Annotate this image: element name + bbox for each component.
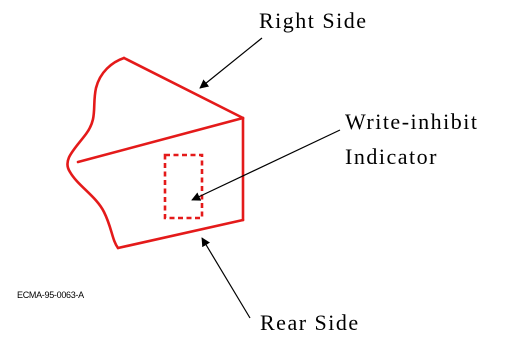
right-side-top-edge	[122, 56, 245, 120]
write-inhibit-indicator	[163, 153, 204, 220]
rear-side-bottom-edge	[116, 218, 245, 250]
write-inhibit-label-line2: Indicator	[345, 144, 438, 169]
wavy-back-edge	[66, 56, 126, 250]
rear-side-arrow	[201, 237, 251, 319]
leader-arrows	[191, 37, 341, 319]
cartridge-outline	[66, 56, 245, 250]
figure-code-label: ECMA-95-0063-A	[17, 290, 84, 300]
right-side-arrow	[199, 37, 263, 89]
rear-side-label: Rear Side	[260, 310, 360, 335]
write-inhibit-arrow	[191, 129, 341, 201]
middle-edge	[76, 116, 245, 164]
right-side-label: Right Side	[259, 8, 368, 33]
write-inhibit-label-line1: Write-inhibit	[345, 109, 478, 134]
